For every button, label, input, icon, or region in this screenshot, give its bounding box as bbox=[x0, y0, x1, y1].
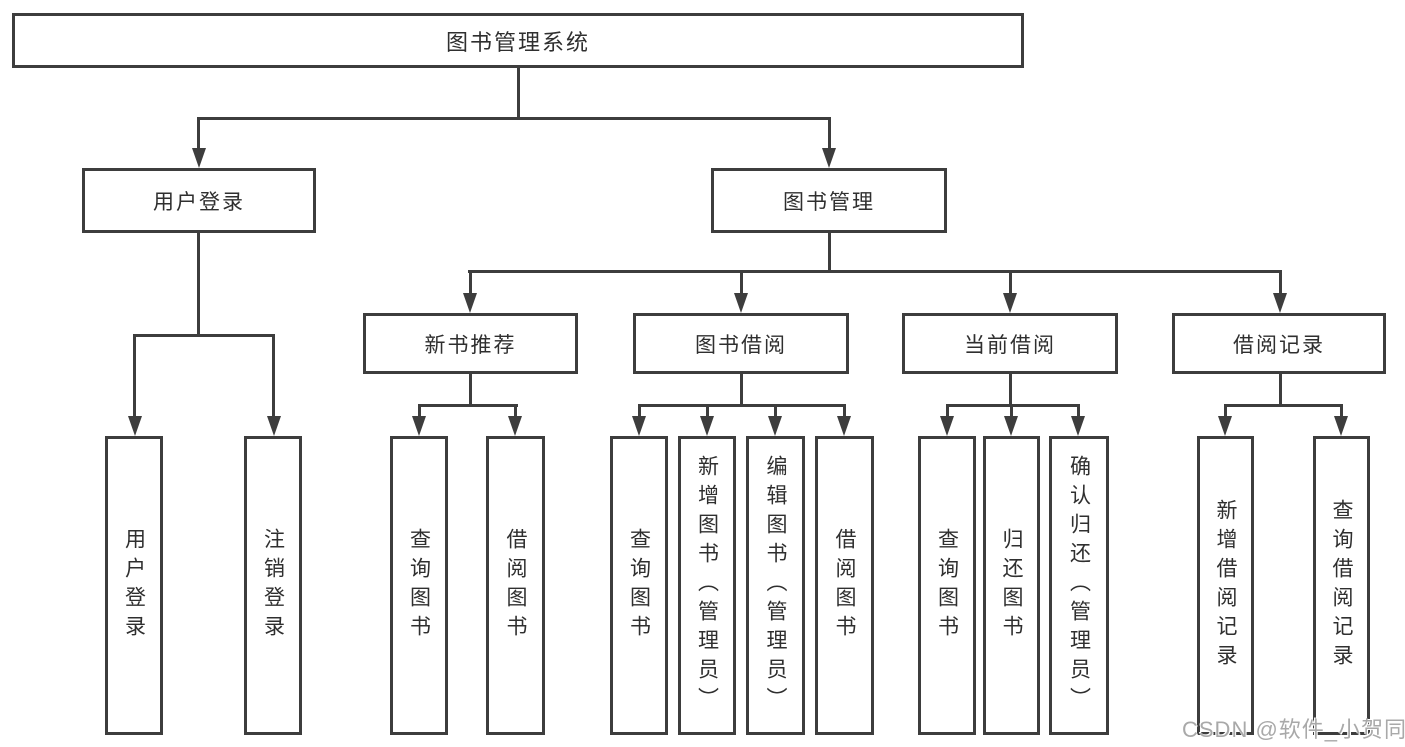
node-book-management: 图书管理 bbox=[711, 168, 947, 233]
arrowhead-leaf bbox=[1004, 416, 1018, 436]
connector-user-login-hline bbox=[133, 334, 275, 337]
leaf-label: 借阅图书 bbox=[504, 527, 527, 644]
connector-hline bbox=[418, 404, 518, 407]
leaf-query-books-borrowing: 查询图书 bbox=[610, 436, 668, 735]
connector-level2-stem bbox=[1009, 270, 1012, 295]
arrowhead-leaf bbox=[1071, 416, 1085, 436]
node-label: 用户登录 bbox=[153, 190, 245, 214]
node-label: 新书推荐 bbox=[424, 333, 517, 357]
connector-level2-stem bbox=[740, 270, 743, 295]
connector-leaf-stem bbox=[1340, 404, 1343, 420]
leaf-label: 注销登录 bbox=[261, 527, 285, 644]
arrowhead-leaf bbox=[768, 416, 782, 436]
connector-hline bbox=[638, 404, 846, 407]
node-label: 图书借阅 bbox=[695, 333, 787, 357]
arrowhead-leaf bbox=[1334, 416, 1348, 436]
arrowhead-user-login bbox=[192, 148, 206, 168]
leaf-return-books: 归还图书 bbox=[983, 436, 1040, 735]
connector-leaf-stem bbox=[946, 404, 949, 420]
connector-leaf-stem bbox=[272, 334, 275, 418]
leaf-label: 归还图书 bbox=[1000, 527, 1023, 644]
arrowhead-leaf bbox=[632, 416, 646, 436]
connector-hline bbox=[946, 404, 1080, 407]
leaf-edit-books-admin: 编辑图书（管理员） bbox=[746, 436, 805, 735]
leaf-add-books-admin: 新增图书（管理员） bbox=[678, 436, 736, 735]
leaf-query-books-recommend: 查询图书 bbox=[390, 436, 448, 735]
arrowhead-new-book-rec bbox=[463, 293, 477, 313]
node-label: 图书管理系统 bbox=[445, 29, 590, 55]
arrowhead-leaf bbox=[1218, 416, 1232, 436]
connector-stub bbox=[740, 374, 743, 407]
connector-leaf-stem bbox=[418, 404, 421, 420]
connector-leaf-stem bbox=[1010, 404, 1013, 420]
arrowhead-leaf bbox=[412, 416, 426, 436]
leaf-label: 查询图书 bbox=[407, 527, 431, 644]
node-current-borrowing: 当前借阅 bbox=[902, 313, 1118, 374]
connector-leaf-stem bbox=[514, 404, 517, 420]
leaf-label: 查询借阅记录 bbox=[1330, 498, 1353, 673]
connector-level1-hline bbox=[197, 117, 831, 120]
leaf-query-books-current: 查询图书 bbox=[918, 436, 976, 735]
connector-leaf-stem bbox=[1224, 404, 1227, 420]
connector-level2-stem bbox=[1279, 270, 1282, 295]
connector-leaf-stem bbox=[133, 334, 136, 418]
node-label: 图书管理 bbox=[783, 190, 875, 214]
leaf-add-borrow-record: 新增借阅记录 bbox=[1197, 436, 1254, 735]
leaf-user-login: 用户登录 bbox=[105, 436, 163, 735]
leaf-label: 查询图书 bbox=[627, 527, 651, 644]
leaf-label: 新增图书（管理员） bbox=[695, 455, 719, 716]
node-new-book-recommend: 新书推荐 bbox=[363, 313, 578, 374]
arrowhead-leaf bbox=[128, 416, 142, 436]
connector-leaf-stem bbox=[638, 404, 641, 420]
arrowhead-leaf bbox=[508, 416, 522, 436]
leaf-query-borrow-record: 查询借阅记录 bbox=[1313, 436, 1370, 735]
connector-level2-stem bbox=[469, 270, 472, 295]
leaf-label: 编辑图书（管理员） bbox=[764, 455, 787, 716]
leaf-label: 借阅图书 bbox=[833, 527, 856, 644]
arrowhead-borrow-records bbox=[1273, 293, 1287, 313]
connector-leaf-stem bbox=[1077, 404, 1080, 420]
node-label: 借阅记录 bbox=[1233, 333, 1325, 357]
leaf-label: 用户登录 bbox=[122, 527, 146, 644]
connector-stub bbox=[1279, 374, 1282, 407]
csdn-watermark: CSDN @软件_小贺同学 bbox=[1182, 717, 1405, 742]
connector-level2-hline bbox=[468, 270, 1281, 273]
node-borrowing-records: 借阅记录 bbox=[1172, 313, 1386, 374]
connector-user-login-stub bbox=[197, 233, 200, 336]
connector-leaf-stem bbox=[843, 404, 846, 420]
arrowhead-leaf bbox=[267, 416, 281, 436]
arrowhead-book-mgmt bbox=[822, 148, 836, 168]
connector-stub bbox=[1009, 374, 1012, 407]
arrowhead-leaf bbox=[700, 416, 714, 436]
leaf-confirm-return-admin: 确认归还（管理员） bbox=[1049, 436, 1109, 735]
connector-book-mgmt-stub bbox=[828, 233, 831, 273]
arrowhead-leaf bbox=[940, 416, 954, 436]
connector-user-login-stem bbox=[197, 117, 200, 150]
connector-stub bbox=[469, 374, 472, 407]
leaf-label: 新增借阅记录 bbox=[1214, 498, 1237, 673]
connector-leaf-stem bbox=[706, 404, 709, 420]
leaf-logout-login: 注销登录 bbox=[244, 436, 302, 735]
connector-root-stub bbox=[517, 68, 520, 117]
connector-hline bbox=[1224, 404, 1343, 407]
leaf-label: 确认归还（管理员） bbox=[1067, 455, 1091, 716]
arrowhead-book-borrow bbox=[734, 293, 748, 313]
node-book-borrowing: 图书借阅 bbox=[633, 313, 849, 374]
node-label: 当前借阅 bbox=[964, 333, 1056, 357]
leaf-borrow-books-recommend: 借阅图书 bbox=[486, 436, 545, 735]
connector-book-mgmt-stem bbox=[828, 117, 831, 150]
connector-leaf-stem bbox=[774, 404, 777, 420]
node-library-management-system: 图书管理系统 bbox=[12, 13, 1024, 68]
leaf-borrow-books: 借阅图书 bbox=[815, 436, 874, 735]
arrowhead-current-borrow bbox=[1003, 293, 1017, 313]
node-user-login: 用户登录 bbox=[82, 168, 316, 233]
leaf-label: 查询图书 bbox=[935, 527, 959, 644]
arrowhead-leaf bbox=[837, 416, 851, 436]
